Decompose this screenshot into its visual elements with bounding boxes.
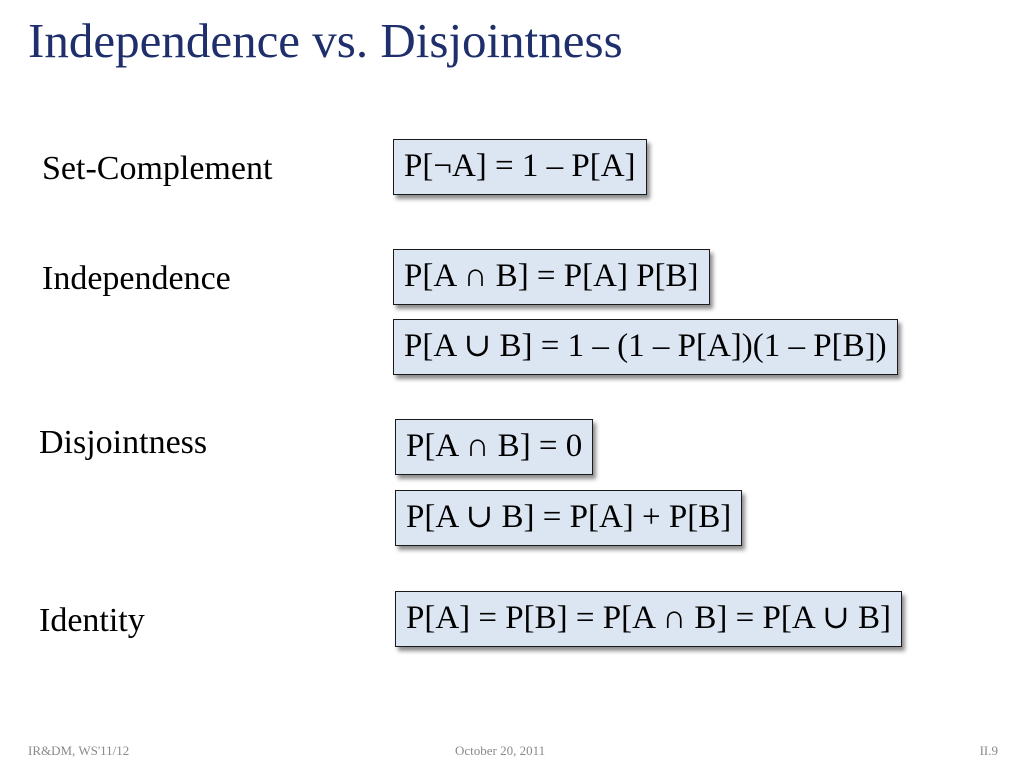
label-disjointness: Disjointness	[39, 424, 208, 461]
label-set-complement: Set-Complement	[42, 150, 273, 187]
slide-title: Independence vs. Disjointness	[28, 13, 623, 68]
formula-disjoint-intersection: P[A ∩ B] = 0	[395, 419, 594, 475]
label-identity: Identity	[39, 602, 145, 639]
label-independence: Independence	[42, 260, 231, 297]
formula-complement: P[¬A] = 1 – P[A]	[393, 139, 647, 195]
footer-date: October 20, 2011	[455, 743, 546, 758]
formula-independence-union: P[A ∪ B] = 1 – (1 – P[A])(1 – P[B])	[393, 319, 898, 375]
formula-independence-intersection: P[A ∩ B] = P[A] P[B]	[393, 249, 710, 305]
footer-course: IR&DM, WS'11/12	[28, 743, 130, 758]
formula-identity: P[A] = P[B] = P[A ∩ B] = P[A ∪ B]	[395, 591, 903, 647]
footer-page-number: II.9	[979, 743, 998, 758]
formula-disjoint-union: P[A ∪ B] = P[A] + P[B]	[395, 490, 743, 546]
